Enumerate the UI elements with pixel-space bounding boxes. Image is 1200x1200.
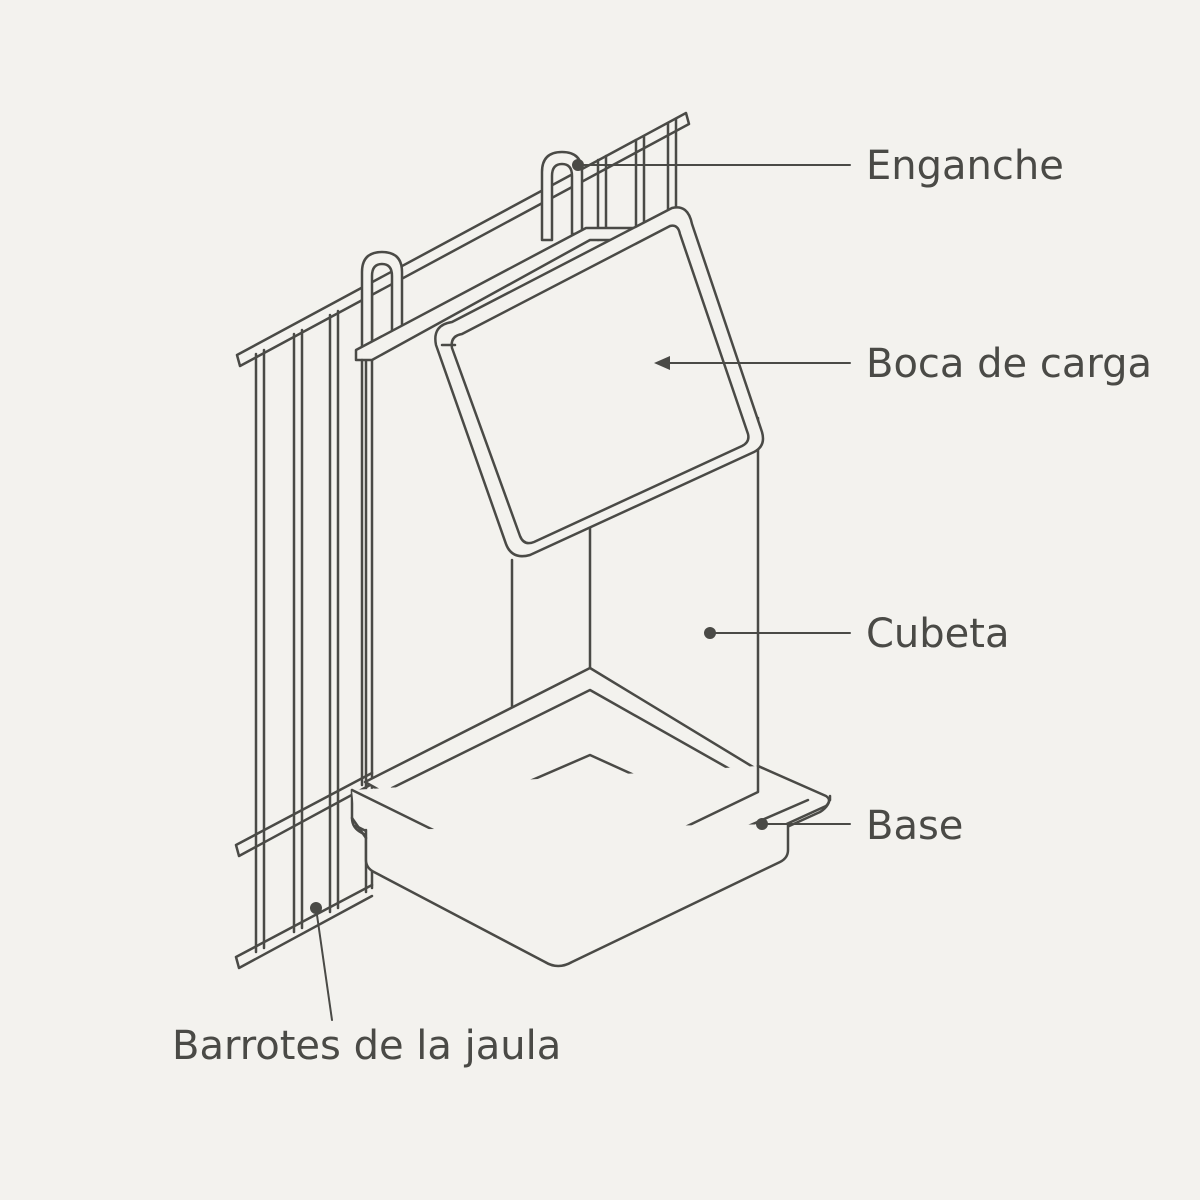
loading-mouth [434, 206, 765, 558]
base-left-corner [350, 816, 368, 840]
cage-bars [234, 111, 691, 970]
marker-boca-arrow [654, 356, 670, 370]
leader-lines [315, 164, 851, 1021]
leader-markers [310, 159, 768, 914]
bar-1 [254, 348, 266, 954]
label-cubeta: Cubeta [866, 611, 1010, 657]
mouth-frame-inner [450, 224, 750, 545]
label-enganche: Enganche [866, 143, 1064, 189]
marker-enganche [572, 159, 584, 171]
label-base: Base [866, 803, 964, 849]
right-hook [540, 150, 584, 242]
marker-barrotes [310, 902, 322, 914]
leader-barrotes [315, 907, 333, 1021]
marker-base [756, 818, 768, 830]
middle-rail [234, 771, 374, 858]
marker-cubeta [704, 627, 716, 639]
bottom-rail [234, 883, 374, 970]
label-barrotes: Barrotes de la jaula [172, 1023, 562, 1069]
bar-6 [634, 134, 646, 228]
base-front-bottom [364, 822, 790, 968]
bar-5 [596, 154, 608, 242]
bar-2 [292, 328, 304, 934]
top-rail [235, 111, 691, 368]
bar-3 [328, 309, 340, 914]
base [350, 764, 832, 968]
bar-7 [666, 117, 678, 214]
label-boca-de-carga: Boca de carga [866, 341, 1152, 387]
